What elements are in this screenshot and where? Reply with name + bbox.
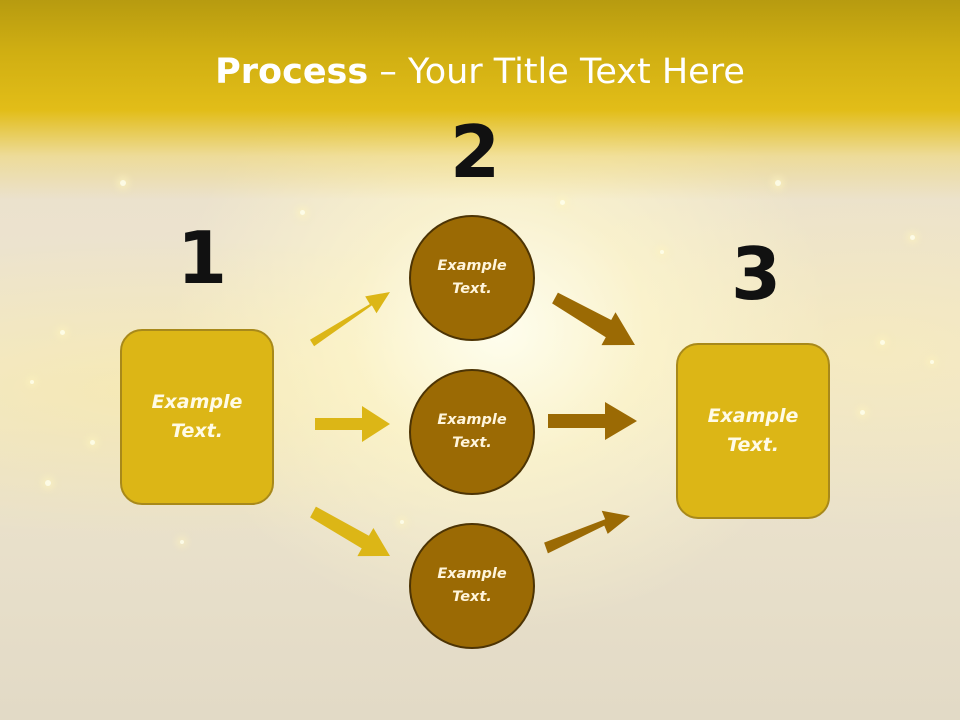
step-number-1: 1 xyxy=(177,216,228,300)
step-number-3: 3 xyxy=(731,232,782,316)
arrow-top-to-right xyxy=(552,292,635,346)
arrow-left-to-middle xyxy=(315,406,390,442)
step-number-2: 2 xyxy=(450,110,501,194)
right-process-box: Example Text. xyxy=(676,343,830,519)
circle-bottom: Example Text. xyxy=(409,523,535,649)
circle-middle: Example Text. xyxy=(409,369,535,495)
title-rest: – Your Title Text Here xyxy=(368,52,745,92)
circle-top-label: Example Text. xyxy=(437,258,507,297)
arrow-middle-to-right xyxy=(548,402,637,440)
sparkle xyxy=(90,440,95,445)
sparkle xyxy=(910,235,915,240)
sparkle xyxy=(660,250,664,254)
sparkle xyxy=(300,210,305,215)
sparkle xyxy=(775,180,781,186)
arrow-left-to-bottom xyxy=(310,506,390,557)
circle-top: Example Text. xyxy=(409,215,535,341)
sparkle xyxy=(400,520,404,524)
title-bold: Process xyxy=(215,52,369,92)
left-process-box: Example Text. xyxy=(120,329,274,505)
sparkle xyxy=(30,380,34,384)
sparkle xyxy=(930,360,934,364)
circle-bottom-label: Example Text. xyxy=(437,566,507,605)
page-title: Process – Your Title Text Here xyxy=(0,52,960,92)
sparkle xyxy=(60,330,65,335)
left-box-label: Example Text. xyxy=(151,391,243,442)
circle-middle-label: Example Text. xyxy=(437,412,507,451)
sparkle xyxy=(860,410,865,415)
right-box-label: Example Text. xyxy=(707,405,799,456)
sparkle xyxy=(560,200,565,205)
sparkle xyxy=(180,540,184,544)
sparkle xyxy=(120,180,126,186)
header-band xyxy=(0,0,960,200)
sparkle xyxy=(880,340,885,345)
arrow-left-to-top xyxy=(310,292,390,347)
arrow-bottom-to-right xyxy=(544,510,630,554)
sparkle xyxy=(45,480,51,486)
